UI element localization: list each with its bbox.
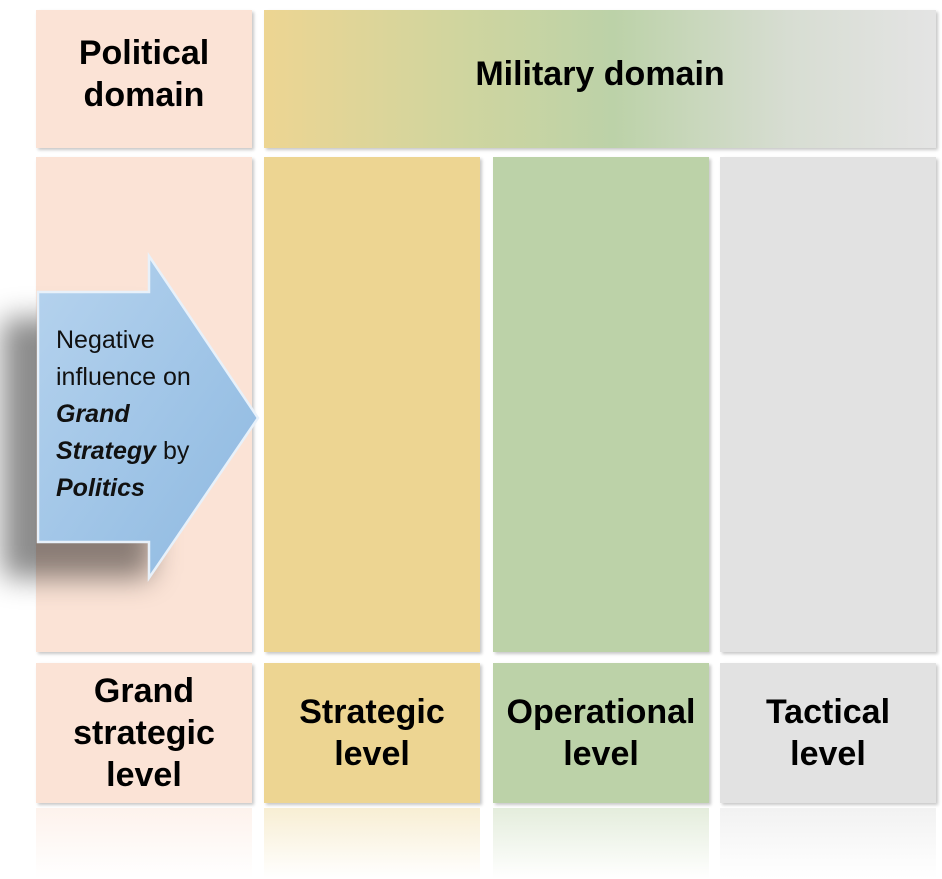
political-domain-line-2: domain [83, 76, 205, 114]
influence-arrow-icon [36, 251, 260, 583]
arrow-line-1: Negative [56, 326, 155, 354]
tactical-level-box: Tactical level [720, 663, 936, 803]
grand-strategic-line-3: level [106, 756, 182, 794]
operational-level-box: Operational level [493, 663, 709, 803]
grand-strategic-line-2: strategic [73, 714, 215, 752]
arrow-caption: Negative influence on Grand Strategy by … [56, 322, 226, 507]
tactical-column-body [720, 157, 936, 652]
strategic-line-2: level [334, 735, 410, 773]
arrow-line-2: influence on [56, 363, 191, 391]
strategic-level-label: Strategic level [299, 691, 445, 775]
political-domain-header: Political domain [36, 10, 252, 148]
tactical-reflection [720, 808, 936, 879]
operational-line-1: Operational [506, 693, 696, 731]
operational-column-body [493, 157, 709, 652]
arrow-line-3: Grand [56, 400, 130, 428]
strategic-reflection [264, 808, 480, 879]
arrow-by-word: by [156, 437, 190, 465]
political-reflection [36, 808, 252, 879]
military-domain-text: Military domain [475, 55, 725, 93]
grand-strategic-line-1: Grand [93, 672, 195, 710]
arrow-strategy-word: Strategy [56, 437, 157, 465]
strategic-level-box: Strategic level [264, 663, 480, 803]
arrow-line-5: Politics [56, 474, 145, 502]
strategic-line-1: Strategic [299, 693, 445, 731]
tactical-level-label: Tactical level [766, 691, 890, 775]
operational-line-2: level [563, 735, 639, 773]
political-domain-line-1: Political [78, 34, 210, 72]
military-domain-header: Military domain [264, 10, 936, 148]
political-domain-label: Political domain [79, 32, 209, 116]
grand-strategic-level-box: Grand strategic level [36, 663, 252, 803]
strategic-column-body [264, 157, 480, 652]
arrow-line-4: Strategy by [56, 433, 226, 470]
operational-reflection [493, 808, 709, 879]
military-domain-label: Military domain [475, 53, 724, 95]
tactical-line-2: level [790, 735, 866, 773]
tactical-line-1: Tactical [765, 693, 891, 731]
operational-level-label: Operational level [507, 691, 696, 775]
grand-strategic-level-label: Grand strategic level [73, 670, 215, 796]
